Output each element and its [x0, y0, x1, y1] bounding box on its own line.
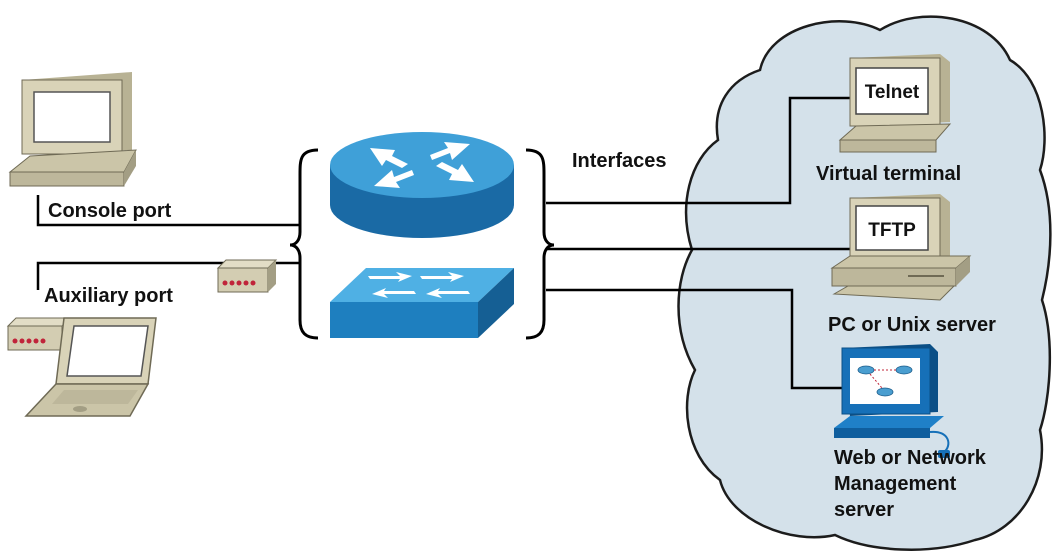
router-icon: [330, 132, 514, 238]
tftp-server-icon: [830, 194, 972, 301]
web-nms-label-line2: Management: [834, 473, 957, 495]
telnet-terminal-icon: [838, 54, 952, 153]
tftp-screen-label: TFTP: [868, 220, 916, 241]
web-nms-label-line1: Web or Network: [834, 447, 987, 469]
interface-line-nms: [546, 288, 852, 390]
connection-lines: [36, 96, 870, 390]
right-brace: [525, 148, 555, 340]
modem-icon: [216, 259, 278, 293]
switch-icon: [330, 268, 514, 338]
console-port-label: Console port: [48, 200, 172, 222]
monitor-icon: [834, 344, 950, 458]
telnet-screen-label: Telnet: [865, 82, 920, 103]
web-nms-label-line3: server: [834, 499, 894, 521]
desktop-computer-icon: [8, 72, 137, 187]
virtual-terminal-label: Virtual terminal: [816, 163, 961, 185]
left-brace: [289, 148, 319, 340]
console-line: [36, 195, 300, 227]
interface-line-telnet: [546, 96, 850, 205]
pc-unix-server-label: PC or Unix server: [828, 314, 996, 336]
interfaces-label: Interfaces: [572, 150, 667, 172]
auxiliary-line: [36, 261, 300, 290]
auxiliary-port-label: Auxiliary port: [44, 285, 173, 307]
laptop-icon: [24, 317, 157, 417]
